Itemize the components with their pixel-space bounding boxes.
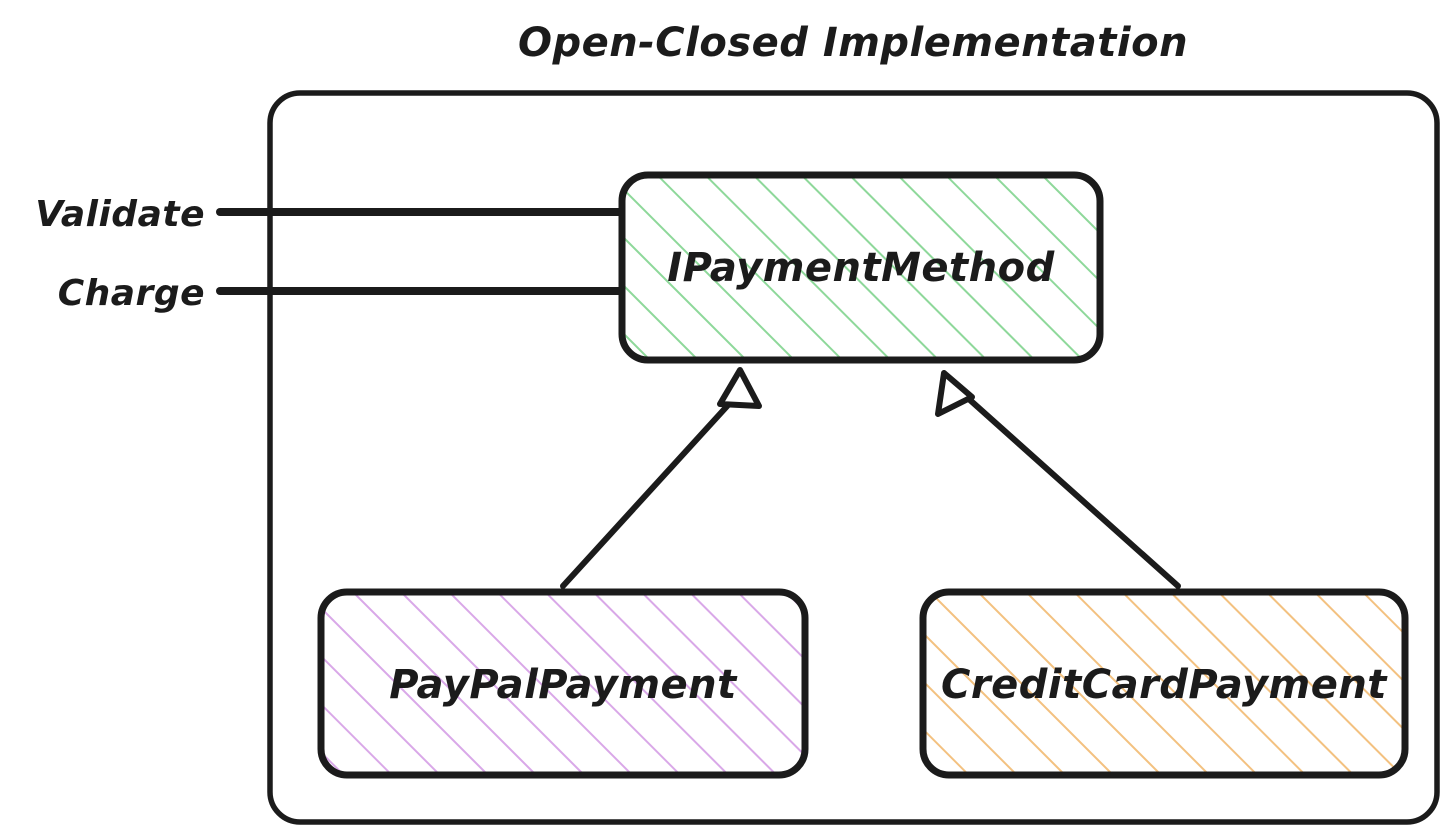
node-ipaymentmethod-fill [622, 175, 1100, 360]
node-ipaymentmethod-label: IPaymentMethod [667, 245, 1055, 291]
node-creditcardpayment-fill [923, 592, 1405, 775]
arrowhead-creditcard-inheritance [935, 370, 975, 417]
node-paypalpayment[interactable]: PayPalPayment [317, 588, 809, 779]
node-ipaymentmethod[interactable]: IPaymentMethod [618, 171, 1104, 364]
edge-paypal-to-ipaymentmethod [560, 389, 743, 589]
node-paypalpayment-fill [321, 592, 805, 775]
node-creditcardpayment[interactable]: CreditCardPayment [919, 588, 1409, 779]
node-paypalpayment-border [317, 588, 809, 779]
diagram-title: Open-Closed Implementation [518, 20, 1188, 66]
arrowhead-paypal-inheritance [717, 367, 762, 409]
edge-creditcard-to-ipaymentmethod [958, 389, 1181, 589]
node-creditcardpayment-label: CreditCardPayment [941, 662, 1388, 708]
node-ipaymentmethod-border [618, 171, 1104, 364]
open-closed-boundary [267, 90, 1440, 825]
port-label-validate: Validate [35, 194, 205, 235]
node-paypalpayment-label: PayPalPayment [389, 662, 738, 708]
node-creditcardpayment-border [919, 588, 1409, 779]
port-label-charge: Charge [58, 273, 205, 314]
